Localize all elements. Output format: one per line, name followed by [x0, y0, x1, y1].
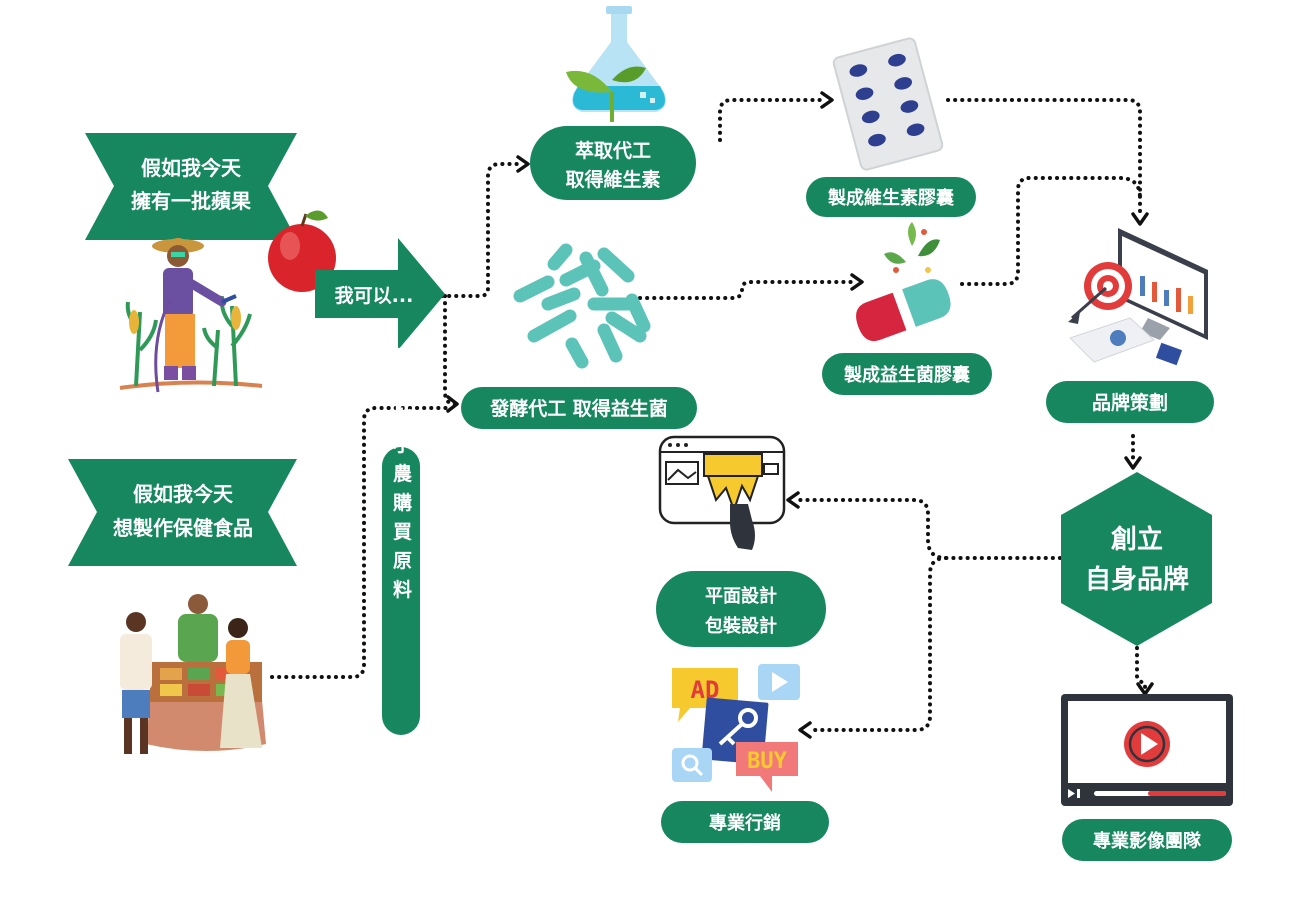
node-marketing: 專業行銷: [661, 801, 829, 843]
video-player-icon: [1061, 694, 1233, 806]
node-ferment-label: 發酵代工 取得益生菌: [489, 397, 668, 420]
connector-vitamin-to-brand: [946, 98, 1142, 216]
node-video-team-label: 專業影像團隊: [1093, 830, 1202, 852]
vertical-label: 與在地小農購買原料: [390, 346, 412, 608]
node-design-line1: 平面設計: [705, 585, 777, 607]
analytics-monitor-icon: [1068, 228, 1208, 366]
web-design-icon: [658, 435, 786, 550]
connector-arrow-to-extract: [440, 162, 522, 298]
buy-badge-text: BUY: [747, 749, 787, 774]
arrowhead-vitamin: [820, 91, 834, 109]
node-brand-planning: 品牌策劃: [1046, 381, 1214, 423]
scenario-apples-ribbon: 假如我今天 擁有一批蘋果: [85, 133, 297, 240]
node-video-team: 專業影像團隊: [1062, 819, 1232, 861]
pill-pack-icon: [832, 37, 944, 171]
market-illustration: [120, 594, 266, 754]
vertical-label-pill: 與在地小農購買原料: [382, 346, 420, 735]
scenario-apples-line1: 假如我今天: [141, 156, 242, 180]
node-vitamin-capsule: 製成維生素膠囊: [806, 177, 976, 217]
connector-bacteria-to-probiotic: [638, 280, 854, 300]
node-extract-line2: 取得維生素: [565, 168, 660, 191]
node-probiotic-capsule-label: 製成益生菌膠囊: [843, 364, 971, 386]
arrowhead-marketing: [798, 721, 812, 739]
node-probiotic-capsule: 製成益生菌膠囊: [822, 353, 992, 395]
scenario-health-line1: 假如我今天: [133, 482, 234, 506]
node-vitamin-capsule-label: 製成維生素膠囊: [827, 187, 955, 209]
bacteria-icon: [513, 243, 651, 369]
arrowhead-extract: [516, 155, 530, 173]
scenario-health-line2: 想製作保健食品: [113, 516, 253, 540]
connector-create-to-video: [1135, 646, 1147, 690]
scenario-apples-line2: 擁有一批蘋果: [131, 189, 251, 213]
arrowhead-brand-planning: [1131, 212, 1149, 226]
arrowhead-create-brand: [1124, 456, 1142, 470]
node-create-brand-line2: 自身品牌: [1085, 564, 1189, 595]
node-marketing-label: 專業行銷: [709, 812, 781, 834]
node-design-line2: 包裝設計: [705, 615, 777, 637]
node-create-brand-line1: 創立: [1111, 524, 1163, 555]
big-arrow: 我可以...: [315, 238, 445, 350]
connector-create-to-marketing: [810, 556, 948, 732]
arrowhead-design: [786, 491, 800, 509]
capsule-icon: [856, 222, 951, 342]
connector-create-to-design: [796, 498, 1062, 560]
farmer-illustration: [119, 238, 263, 393]
node-ferment: 發酵代工 取得益生菌: [461, 387, 697, 429]
node-create-brand: 創立 自身品牌: [1061, 472, 1212, 646]
connector-arrow-to-ferment: [443, 294, 457, 406]
connectors: [270, 91, 1154, 739]
arrow-label: 我可以...: [335, 285, 414, 307]
node-extract-line1: 萃取代工: [575, 139, 651, 162]
scenario-health-ribbon: 假如我今天 想製作保健食品: [68, 459, 297, 566]
node-extract: 萃取代工 取得維生素: [530, 126, 696, 200]
flask-icon: [566, 6, 666, 122]
connector-extract-to-vitamin: [718, 98, 824, 142]
marketing-ads-icon: AD BUY: [672, 664, 800, 792]
connector-probiotic-to-brand: [960, 176, 1142, 286]
node-brand-planning-label: 品牌策劃: [1092, 391, 1168, 414]
connector-farmers-to-ferment: [270, 406, 450, 679]
arrowhead-probiotic: [850, 273, 864, 291]
node-design: 平面設計 包裝設計: [656, 571, 826, 647]
arrowhead-ferment: [446, 395, 459, 413]
